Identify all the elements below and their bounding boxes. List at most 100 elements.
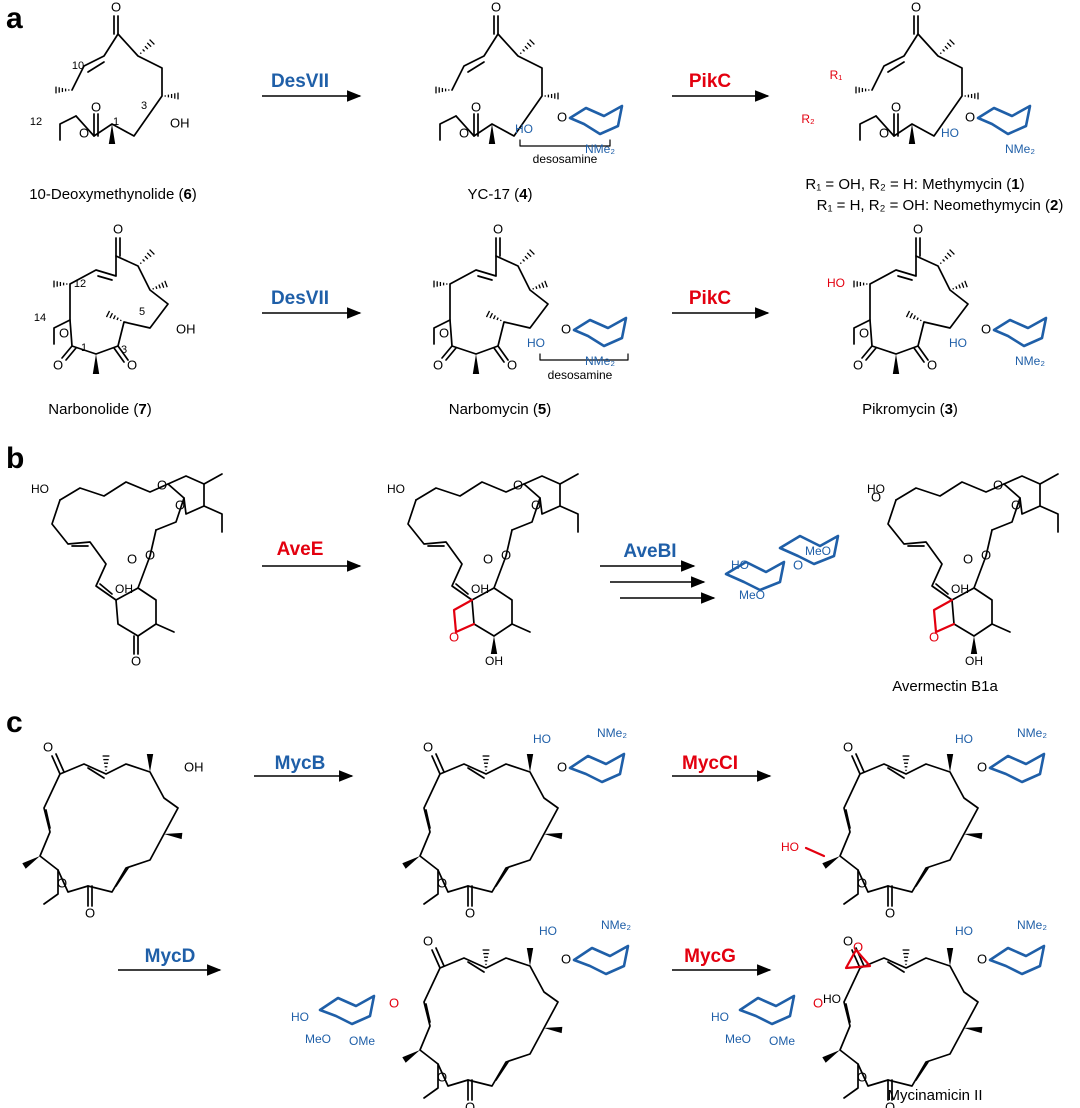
desosamine-label: desosamine — [548, 368, 613, 382]
ketone-bond — [117, 345, 129, 361]
ethyl-chain — [843, 869, 859, 905]
enzyme-pikc-2: PikC — [688, 288, 732, 309]
methyl-wedge — [402, 1050, 420, 1063]
macrolactone-ring-16 — [39, 763, 179, 893]
ring-oxygen: O — [859, 325, 869, 340]
carbonyl-oxygen: O — [127, 551, 137, 566]
methyl-bond — [991, 623, 1011, 633]
ring-oxygen: O — [175, 497, 185, 512]
diene-chain — [887, 499, 953, 601]
position-number: 10 — [72, 60, 84, 72]
methyl-wedge — [472, 354, 480, 374]
mycinose-ring — [318, 994, 376, 1026]
spiroketal-ring — [523, 475, 561, 515]
double-bond — [477, 275, 493, 281]
panel-label-b: b — [6, 442, 25, 475]
hydroxyl-label: HO — [387, 482, 405, 496]
ethyl-chain — [423, 869, 439, 905]
enzyme-myccl: MycCI — [682, 753, 738, 774]
methyl-wedge — [946, 754, 954, 772]
methyl-hashed — [435, 86, 450, 94]
ring-oxygen: O — [439, 325, 449, 340]
methyl-hashed — [544, 92, 559, 100]
sugar-methoxy: MeO — [305, 1032, 331, 1046]
desosamine-bracket — [539, 353, 629, 361]
sugar-hydroxyl: HO — [711, 1010, 729, 1024]
macrolactone-ring-16 — [419, 763, 559, 893]
ester-oxygen: O — [145, 547, 155, 562]
ketone-bond — [913, 347, 925, 363]
macrolactone-ring — [71, 33, 163, 137]
hydroxyl-label: HO — [867, 482, 885, 496]
ester-oxygen: O — [53, 357, 63, 372]
furan-ring — [452, 598, 476, 634]
hydroxyl-label: OH — [485, 654, 503, 668]
ethyl-chain — [433, 319, 451, 345]
ketone-bond — [113, 347, 125, 363]
desosamine-ring — [988, 944, 1046, 976]
ethyl-chain — [439, 115, 457, 141]
epoxide-oxygen: O — [853, 939, 863, 954]
desosamine-amine: NMe₂ — [601, 918, 631, 932]
position-number: 12 — [30, 116, 42, 128]
diene-chain — [407, 499, 473, 601]
furan-oxygen: O — [929, 629, 939, 644]
methyl-wedge — [526, 754, 534, 772]
ester-oxygen: O — [465, 905, 475, 920]
desosamine-ring — [976, 104, 1032, 136]
methyl-wedge — [892, 354, 900, 374]
ring-oxygen: O — [157, 477, 167, 492]
enzyme-avebi: AveBI — [623, 541, 677, 562]
panel-label-a: a — [6, 2, 23, 35]
desosamine-label: desosamine — [533, 152, 598, 166]
ketone-oxygen: O — [423, 933, 433, 948]
position-number: 1 — [81, 342, 87, 354]
methyl-bond — [511, 623, 531, 633]
ester-oxygen: O — [85, 905, 95, 920]
enzyme-mycb: MycB — [274, 753, 326, 774]
methyl-wedge — [402, 856, 420, 869]
ketone-oxygen: O — [127, 357, 137, 372]
macrolactone-ring — [451, 33, 543, 137]
glycosidic-oxygen: O — [557, 109, 567, 124]
mycci-hydroxyl: HO — [781, 840, 799, 854]
enzyme-avee: AveE — [276, 539, 324, 560]
methyl-hashed — [164, 92, 179, 100]
desosamine-hydroxyl: HO — [955, 924, 973, 938]
ethyl-chain — [43, 869, 59, 905]
ketone-bond — [851, 755, 861, 775]
glycosidic-oxygen: O — [389, 995, 399, 1010]
furan-oxygen: O — [449, 629, 459, 644]
methyl-bond — [203, 473, 223, 485]
enzyme-mycd: MycD — [144, 946, 196, 967]
r1-substituent: R₁ — [830, 68, 843, 82]
r2-substituent: R₂ — [801, 112, 815, 126]
ketone-bond — [497, 345, 509, 361]
ester-carbonyl — [865, 347, 877, 361]
position-number: 12 — [74, 278, 86, 290]
methyl-hashed — [902, 755, 910, 772]
methyl-bond — [155, 623, 175, 633]
ketone-bond — [51, 755, 61, 775]
ketone-oxygen: O — [507, 357, 517, 372]
carbonyl-oxygen: O — [483, 551, 493, 566]
ester-carbonyl — [61, 345, 73, 359]
methyl-wedge — [92, 354, 100, 374]
oleandrose-ring — [778, 534, 840, 566]
ester-link — [493, 529, 513, 589]
ring-oxygen: O — [57, 875, 67, 890]
spiroketal-chain — [895, 481, 1021, 531]
ketone-oxygen: O — [843, 739, 853, 754]
methyl-hashed — [55, 86, 70, 94]
compound-label-avermectin: Avermectin B1a — [892, 678, 998, 695]
desosamine-hydroxyl: HO — [941, 126, 959, 140]
sugar-methoxy: MeO — [805, 544, 831, 558]
methyl-hashed — [53, 280, 68, 288]
hydroxyl-label: OH — [176, 321, 196, 336]
ketone-oxygen: O — [43, 739, 53, 754]
carbonyl-oxygen: O — [963, 551, 973, 566]
methyl-hashed — [519, 39, 535, 55]
double-bond — [87, 767, 105, 779]
hydroxyl-label: OH — [115, 582, 133, 596]
